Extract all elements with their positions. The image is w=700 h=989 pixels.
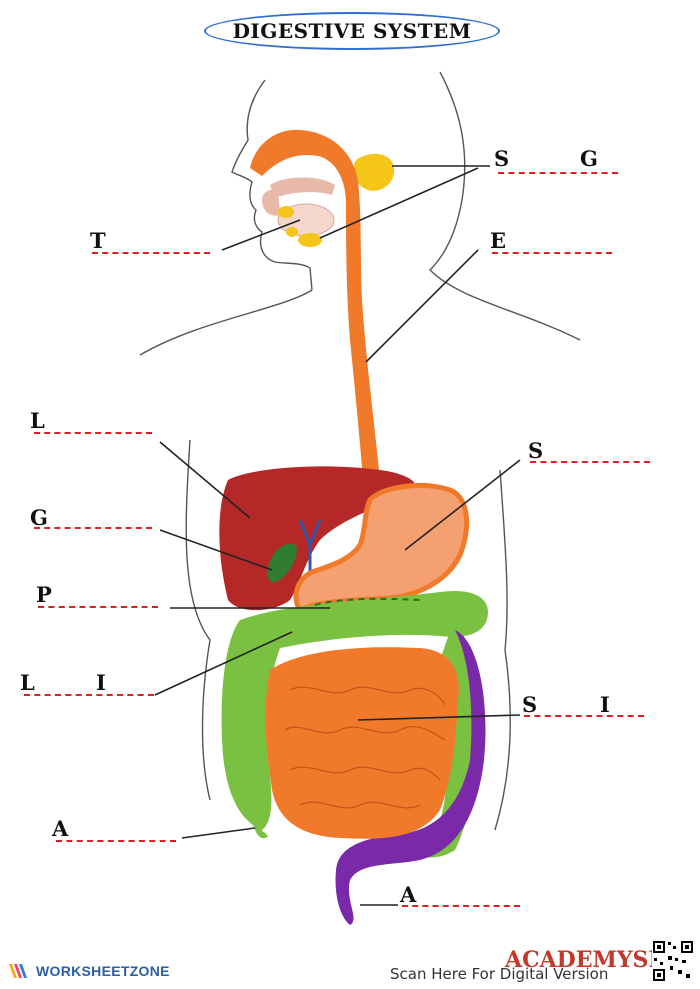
rectum-shape (335, 630, 486, 925)
blank-anus[interactable] (402, 905, 520, 907)
body-outline (139, 71, 581, 831)
scan-instruction: Scan Here For Digital Version (390, 965, 609, 983)
pointer-lines (154, 165, 521, 906)
label-liver-l: L (30, 408, 45, 433)
gallbladder-shape (267, 543, 297, 583)
blank-liver[interactable] (34, 432, 152, 434)
label-tongue-t: T (90, 228, 106, 253)
qr-code-icon[interactable] (652, 940, 694, 982)
blank-esophagus[interactable] (492, 252, 612, 254)
label-gallbladder-g: G (30, 505, 48, 530)
mouth-cavity (262, 177, 335, 237)
small-intestine-shape (265, 647, 459, 839)
blank-tongue[interactable] (92, 252, 210, 254)
label-stomach-s: S (528, 438, 544, 463)
stomach-shape (293, 482, 470, 614)
blank-pancreas[interactable] (38, 606, 158, 608)
salivary-glands (278, 153, 395, 247)
small-intestine-folds (284, 686, 446, 809)
label-small-intestine-i: I (600, 692, 610, 717)
brand-logo-icon (9, 964, 27, 978)
label-esophagus-e: E (490, 228, 507, 253)
blank-large-intestine[interactable] (24, 694, 154, 696)
esophagus-shape (250, 129, 383, 520)
footer-brand: WORKSHEETZONE (8, 962, 170, 980)
brand-name: WORKSHEETZONE (36, 963, 170, 979)
label-large-intestine-l: L (20, 670, 35, 695)
blank-small-intestine[interactable] (524, 715, 644, 717)
label-anus-a: A (400, 882, 417, 907)
blank-stomach[interactable] (530, 461, 650, 463)
label-salivary-glands-s: S (494, 146, 510, 171)
label-large-intestine-i: I (96, 670, 106, 695)
blank-salivary-glands[interactable] (498, 172, 618, 174)
page-title: DIGESTIVE SYSTEM (232, 19, 472, 43)
title-oval: DIGESTIVE SYSTEM (204, 12, 500, 50)
label-salivary-glands-g: G (580, 146, 598, 171)
label-pancreas-p: P (36, 582, 52, 607)
label-small-intestine-s: S (522, 692, 538, 717)
blank-gallbladder[interactable] (34, 527, 152, 529)
label-appendix-a: A (52, 816, 69, 841)
blank-appendix[interactable] (56, 840, 176, 842)
